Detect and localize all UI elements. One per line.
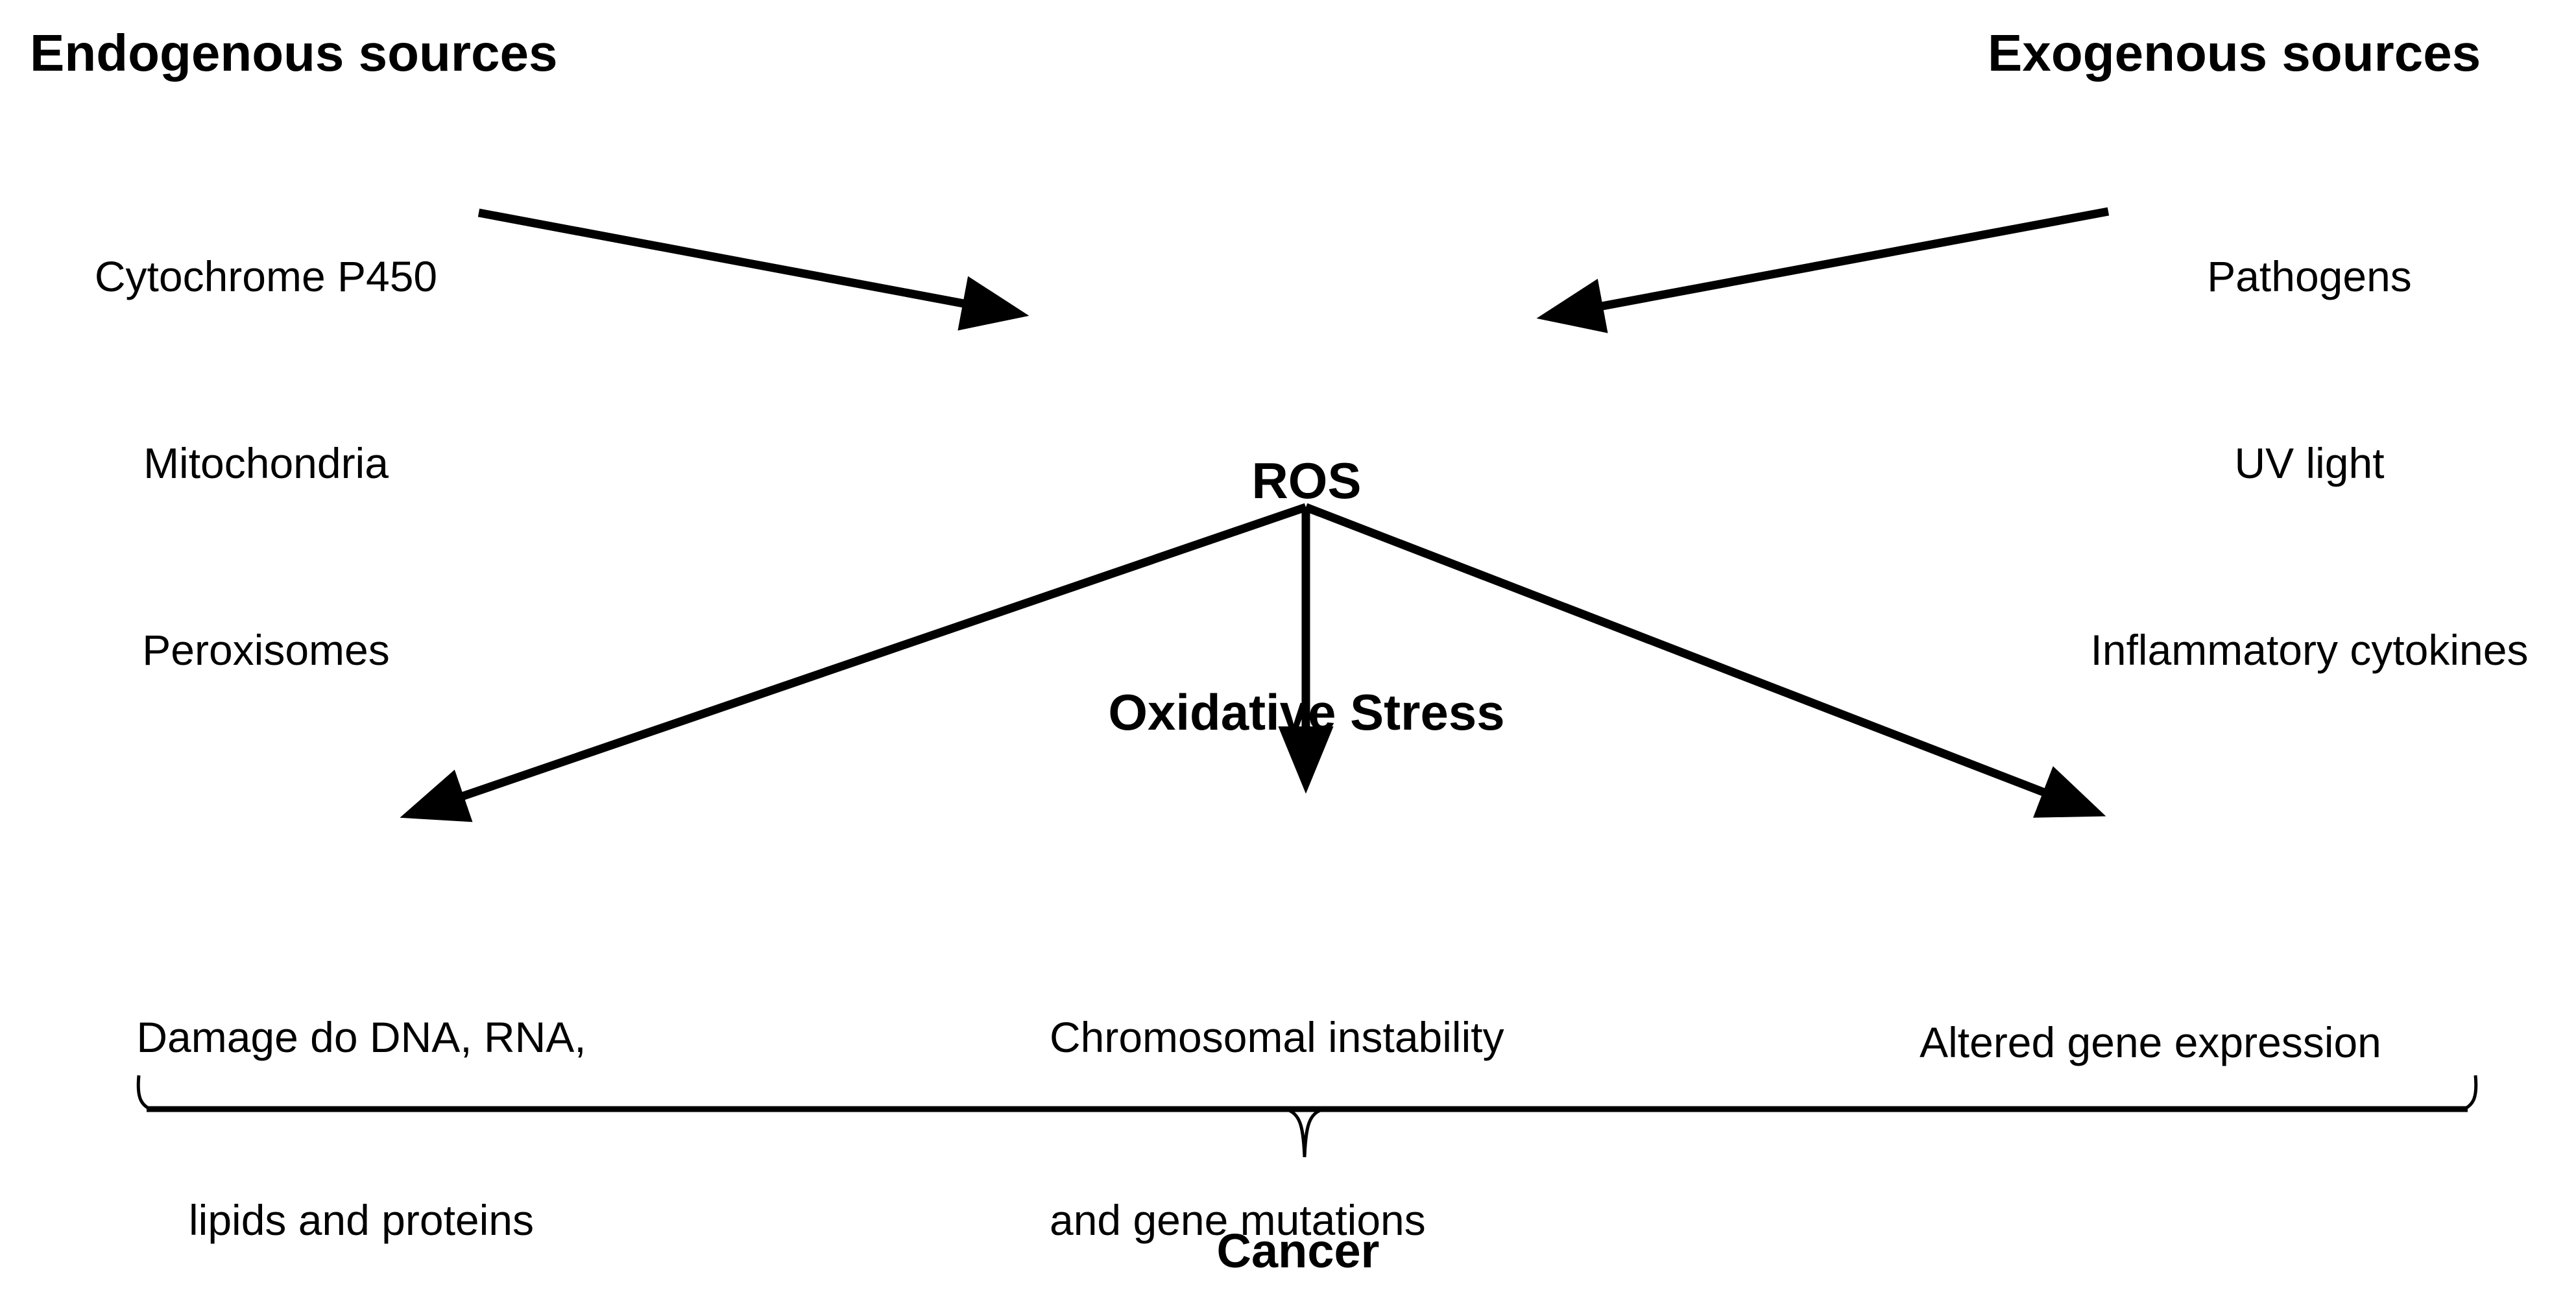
outcome-line: lipids and proteins	[188, 1196, 534, 1244]
outcome-instability: Chromosomal instability and gene mutatio…	[1050, 885, 1504, 1292]
outcome-line: Altered gene expression	[1920, 1018, 2381, 1066]
ros-node: ROS Oxidative Stress	[1108, 288, 1504, 905]
exogenous-sources-list: Pathogens UV light Inflammatory cytokine…	[2091, 121, 2529, 806]
list-item: Mitochondria	[143, 439, 389, 487]
arrow-endogenous-to-ros	[477, 208, 1029, 331]
list-item: Pathogens	[2207, 252, 2412, 300]
list-item: Peroxisomes	[142, 626, 390, 674]
exogenous-sources-title: Exogenous sources	[1988, 24, 2481, 82]
endogenous-sources-title: Endogenous sources	[30, 24, 558, 82]
outcome-damage: Damage do DNA, RNA, lipids and proteins	[136, 885, 586, 1292]
oxidative-stress-label: Oxidative Stress	[1108, 684, 1505, 741]
outcome-line: Chromosomal instability	[1050, 1013, 1504, 1061]
list-item: Cytochrome P450	[94, 252, 438, 300]
arrow-exogenous-to-ros	[1536, 207, 2110, 333]
arrow-ros-to-expression	[1304, 503, 2106, 818]
endogenous-sources-list: Cytochrome P450 Mitochondria Peroxisomes	[95, 121, 437, 806]
cancer-label: Cancer	[1216, 1224, 1380, 1278]
ros-label: ROS	[1251, 452, 1362, 509]
outcome-line: Damage do DNA, RNA,	[136, 1013, 586, 1061]
outcome-expression: Altered gene expression	[1920, 890, 2381, 1195]
brace	[136, 1075, 2478, 1158]
list-item: Inflammatory cytokines	[2090, 626, 2529, 674]
arrow-ros-to-damage	[400, 503, 1308, 822]
list-item: UV light	[2234, 439, 2385, 487]
outcome-line: and gene mutations	[1050, 1196, 1426, 1244]
